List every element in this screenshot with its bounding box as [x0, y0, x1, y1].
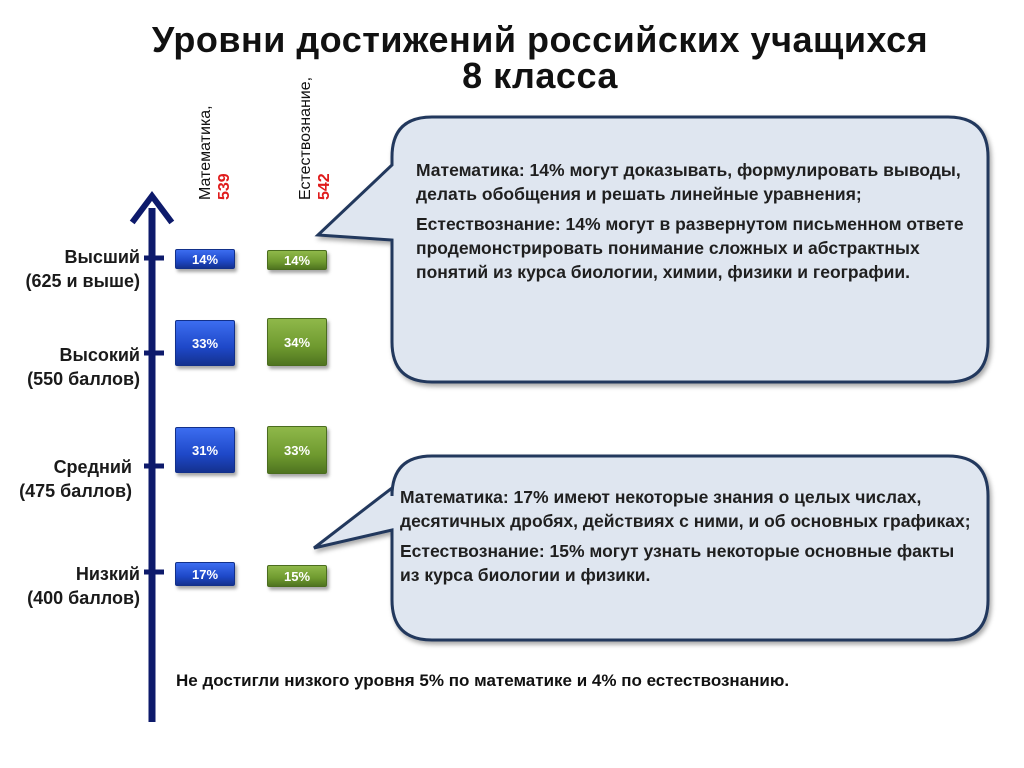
level-low: Низкий (400 баллов): [0, 562, 140, 610]
bar-label: 33%: [191, 335, 219, 351]
math-bar-low: 17%: [175, 562, 235, 586]
science-bar-low: 15%: [267, 565, 327, 587]
level-medium: Средний (475 баллов): [0, 455, 132, 503]
bar-label: 34%: [283, 334, 311, 350]
level-threshold: (625 и выше): [25, 271, 140, 291]
title-line-1: Уровни достижений российских учащихся: [151, 19, 929, 60]
callout-bottom-text: Математика: 17% имеют некоторые знания о…: [400, 485, 975, 593]
callout-top: [314, 115, 990, 384]
bar-label: 14%: [283, 252, 311, 268]
math-bar-medium: 31%: [175, 427, 235, 473]
level-highest: Высший (625 и выше): [0, 245, 140, 293]
level-high: Высокий (550 баллов): [0, 343, 140, 391]
callout-bottom: [313, 454, 990, 642]
math-bar-highest: 14%: [175, 249, 235, 269]
level-threshold: (550 баллов): [27, 369, 140, 389]
level-threshold: (400 баллов): [27, 588, 140, 608]
level-name: Низкий: [75, 564, 140, 584]
level-threshold: (475 баллов): [19, 481, 132, 501]
title-line-2: 8 класса: [462, 55, 618, 96]
footer-note: Не достигли низкого уровня 5% по математ…: [176, 671, 790, 690]
level-axis: [129, 191, 175, 722]
bar-label: 33%: [283, 442, 311, 458]
science-bar-highest: 14%: [267, 250, 327, 270]
arrow-up-icon: [129, 191, 175, 225]
science-bar-high: 34%: [267, 318, 327, 366]
bar-label: 17%: [191, 566, 219, 582]
callout-top-science: Естествознание: 14% могут в развернутом …: [416, 214, 964, 282]
level-name: Высокий: [59, 345, 140, 365]
callout-bottom-math: Математика: 17% имеют некоторые знания о…: [400, 487, 971, 531]
bar-label: 31%: [191, 442, 219, 458]
page-title: Уровни достижений российских учащихся 8 …: [0, 22, 1024, 94]
level-name: Средний: [53, 457, 132, 477]
bar-label: 14%: [191, 251, 219, 267]
callout-top-math: Математика: 14% могут доказывать, формул…: [416, 160, 961, 204]
science-bar-medium: 33%: [267, 426, 327, 474]
math-bar-high: 33%: [175, 320, 235, 366]
callout-bottom-science: Естествознание: 15% могут узнать некотор…: [400, 541, 955, 585]
callout-top-text: Математика: 14% могут доказывать, формул…: [416, 158, 968, 290]
bar-label: 15%: [283, 568, 311, 584]
level-name: Высший: [64, 247, 140, 267]
